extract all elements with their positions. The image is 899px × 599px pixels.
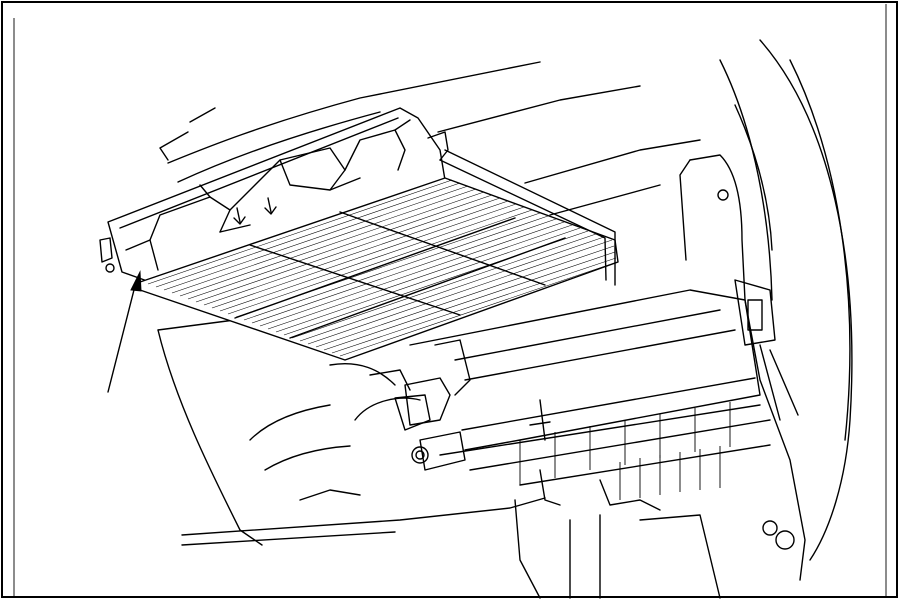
- instrument-panel: [159, 39, 853, 581]
- cabin-air-filter: [139, 149, 619, 361]
- filter-housing-cover: [99, 107, 449, 283]
- leader-arrow: [107, 270, 142, 393]
- hvac-unit: [369, 289, 771, 599]
